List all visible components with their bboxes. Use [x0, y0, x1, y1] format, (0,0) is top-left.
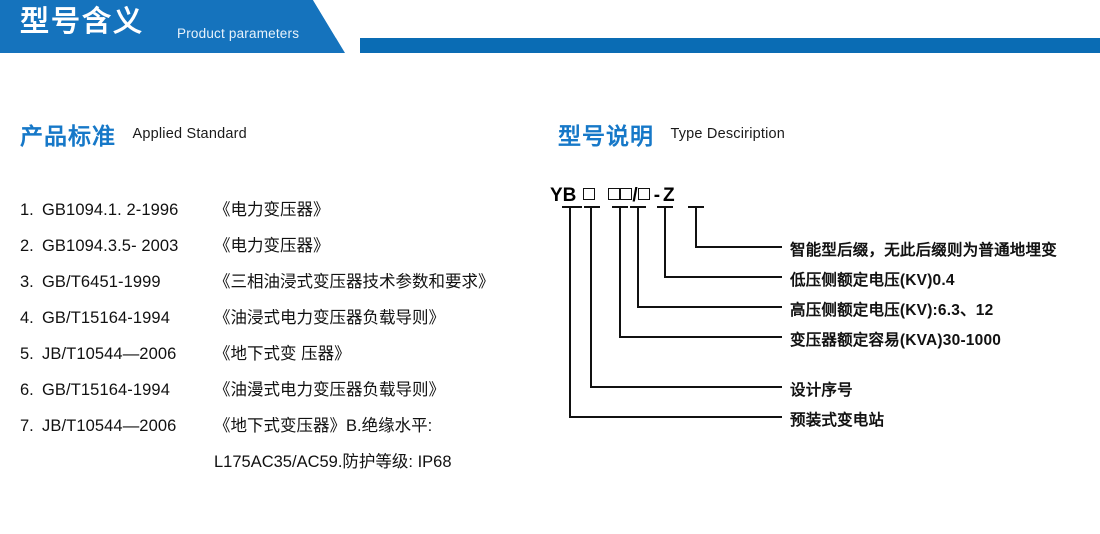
standard-code: GB1094.3.5- 2003 — [42, 237, 179, 255]
section-heading-en: Type Desciription — [670, 126, 786, 142]
standard-index: 3. — [20, 273, 34, 291]
code-box-lv — [637, 188, 650, 200]
code-box-design — [583, 188, 596, 200]
standard-row: 6. GB/T15164-1994 《油漫式电力变压器负载导则》 — [20, 372, 560, 408]
standard-row: 3. GB/T6451-1999 《三相油浸式变压器技术参数和要求》 — [20, 264, 560, 300]
section-heading-cn: 产品标准 — [20, 123, 116, 149]
standard-name: 《电力变压器》 — [214, 237, 330, 255]
banner-title: 型号含义 — [20, 6, 145, 38]
page-header-banner: 型号含义 Product parameters — [0, 0, 1100, 53]
standard-name: 《地下式变压器》B.绝缘水平: — [214, 417, 433, 435]
standard-index: 1. — [20, 201, 34, 219]
section-heading-cn: 型号说明 — [558, 123, 654, 149]
standard-continuation-line: L175AC35/AC59.防护等级: IP68 — [214, 453, 452, 471]
code-box-capacity-2 — [620, 188, 633, 200]
callout-label-hv-voltage: 高压侧额定电压(KV):6.3、12 — [790, 302, 994, 319]
standard-row: 7. JB/T10544—2006 《地下式变压器》B.绝缘水平: — [20, 408, 560, 444]
leader-lines — [562, 206, 782, 418]
callout-label-lv-voltage: 低压侧额定电压(KV)0.4 — [790, 272, 955, 289]
banner-subtitle: Product parameters — [177, 26, 300, 41]
standard-row: 1. GB1094.1. 2-1996 《电力变压器》 — [20, 192, 560, 228]
standard-index: 6. — [20, 381, 34, 399]
model-code-diagram: YB/-Z 智能型后缀，无此后缀则为普通地埋变 低压侧额定 — [550, 185, 1090, 435]
standard-code: GB/T15164-1994 — [42, 309, 170, 327]
standard-code: GB/T15164-1994 — [42, 381, 170, 399]
callout-label-smart-suffix: 智能型后缀，无此后缀则为普通地埋变 — [790, 242, 1057, 259]
code-prefix: YB — [550, 185, 577, 206]
callout-label-rated-capacity: 变压器额定容易(KVA)30-1000 — [790, 332, 1002, 349]
standard-code: GB/T6451-1999 — [42, 273, 161, 291]
standard-row: 5. JB/T10544—2006 《地下式变 压器》 — [20, 336, 560, 372]
standard-index: 5. — [20, 345, 34, 363]
standard-name: 《油浸式电力变压器负载导则》 — [214, 309, 445, 327]
standards-list: 1. GB1094.1. 2-1996 《电力变压器》 2. GB1094.3.5- 2… — [20, 192, 560, 480]
standard-index: 4. — [20, 309, 34, 327]
standard-code: JB/T10544—2006 — [42, 417, 177, 435]
standard-code: JB/T10544—2006 — [42, 345, 177, 363]
standard-name: 《油漫式电力变压器负载导则》 — [214, 381, 445, 399]
section-heading-applied-standard: 产品标准 Applied Standard — [20, 117, 247, 151]
standard-name: 《地下式变 压器》 — [214, 345, 351, 363]
code-dash: - — [653, 185, 661, 206]
standard-index: 7. — [20, 417, 34, 435]
code-suffix: Z — [663, 185, 675, 206]
model-code-string: YB /-Z — [550, 185, 675, 207]
section-heading-type-description: 型号说明 Type Desciription — [558, 117, 785, 151]
section-heading-en: Applied Standard — [132, 126, 247, 142]
standard-row: 4. GB/T15164-1994 《油浸式电力变压器负载导则》 — [20, 300, 560, 336]
banner-angled-shape — [0, 0, 345, 53]
standard-index: 2. — [20, 237, 34, 255]
callout-label-substation: 预装式变电站 — [790, 412, 885, 429]
code-separator: / — [632, 185, 638, 206]
code-box-capacity-1 — [608, 188, 621, 200]
standard-name: 《电力变压器》 — [214, 201, 330, 219]
callout-label-design-serial: 设计序号 — [790, 382, 853, 399]
standard-name: 《三相油浸式变压器技术参数和要求》 — [214, 273, 495, 291]
standard-row: 2. GB1094.3.5- 2003 《电力变压器》 — [20, 228, 560, 264]
standard-code: GB1094.1. 2-1996 — [42, 201, 179, 219]
